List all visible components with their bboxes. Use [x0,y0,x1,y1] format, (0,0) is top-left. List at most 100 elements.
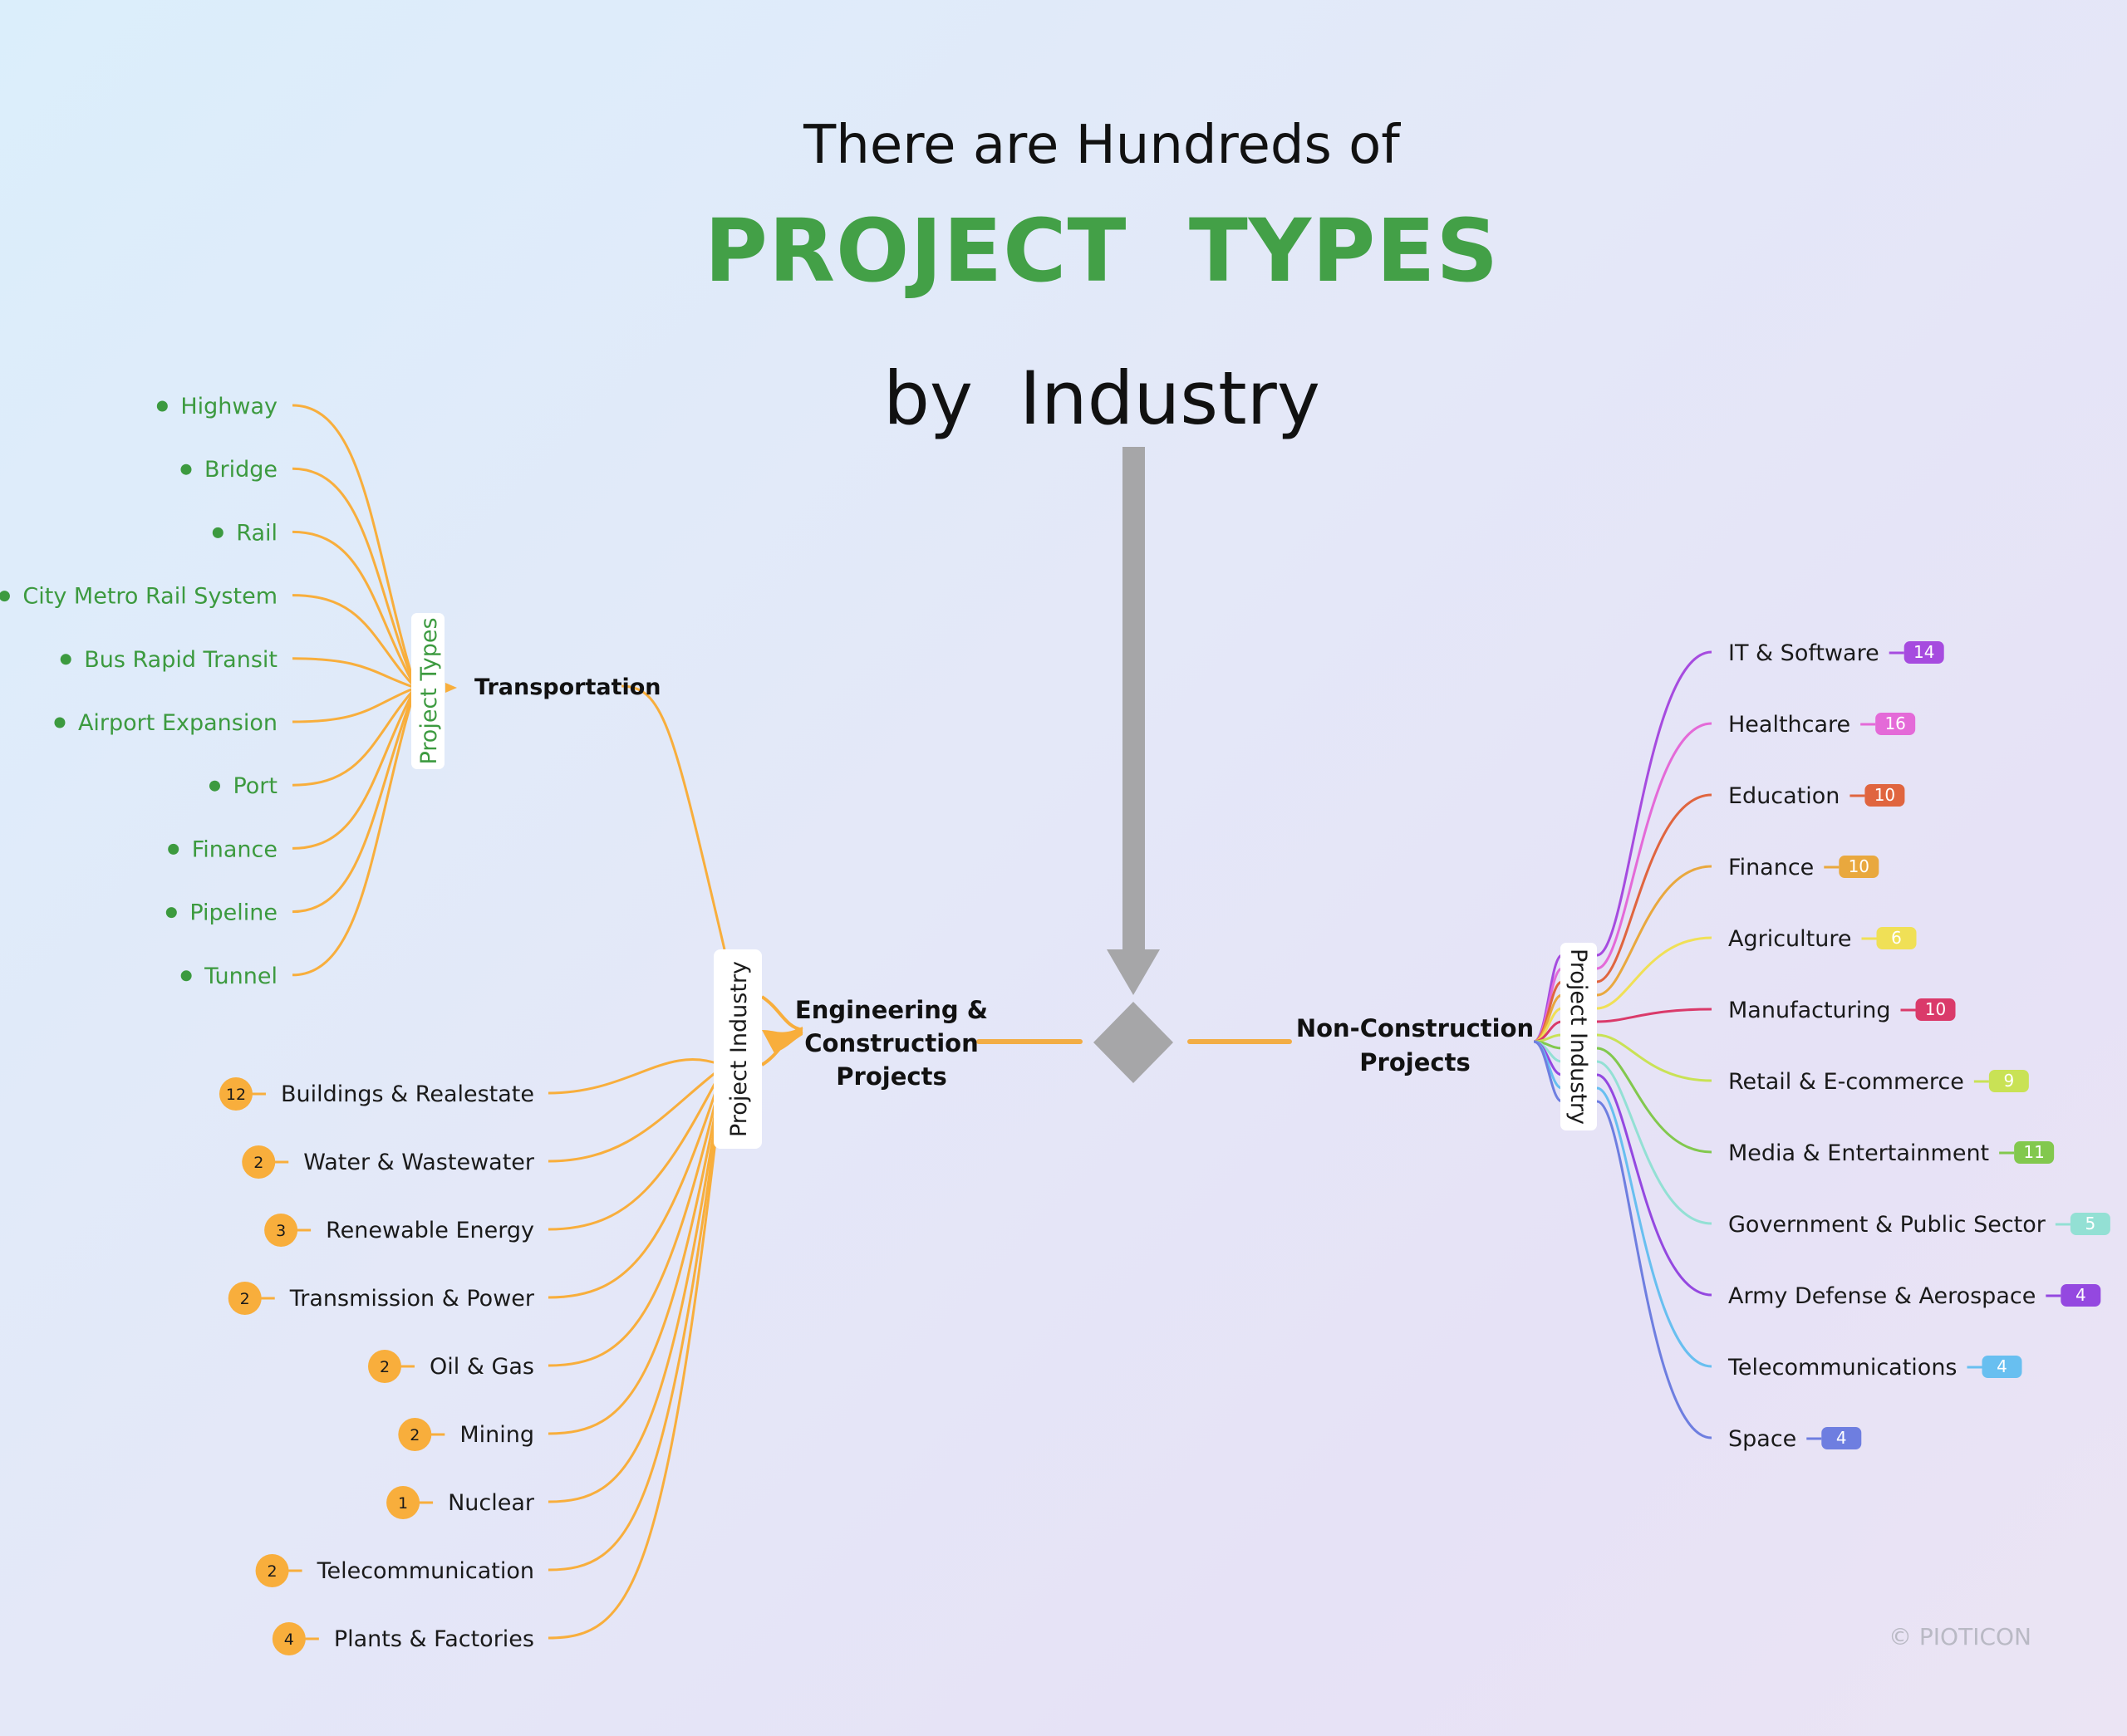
count-badge-label: 4 [284,1631,294,1649]
transport-type-label: Airport Expansion [78,710,278,736]
count-badge [2061,1284,2101,1307]
construction-industry-label: Nuclear [448,1490,535,1516]
bullet-dot-icon [209,780,220,792]
count-badge [1875,713,1916,735]
non-construction-industry-label: Manufacturing [1728,998,1891,1023]
non-construction-industry-label: Healthcare [1728,712,1850,738]
count-badge-label: 9 [2003,1071,2014,1091]
title-line-1: There are Hundreds of [803,115,1401,176]
count-badge-label: 5 [2085,1214,2096,1233]
transport-type-item: Rail [212,520,278,546]
non-construction-industry-label: Government & Public Sector [1728,1212,2046,1238]
non-construction-industry-label: Space [1728,1426,1796,1452]
count-badge-label: 10 [1849,856,1869,876]
title-line-2: PROJECT TYPES [705,200,1500,302]
construction-industry-label: Buildings & Realestate [281,1081,534,1107]
fan-connector [762,1027,803,1053]
project-types-tag-label: Project Types [416,617,442,764]
count-badge [386,1486,420,1519]
bullet-dot-icon [212,527,224,538]
transportation-label: Transportation [474,674,661,700]
count-badge [219,1077,253,1111]
construction-edge [548,1077,723,1367]
count-badge [1864,784,1905,807]
transport-type-item: Bus Rapid Transit [60,647,278,673]
left-industry-tag-label: Project Industry [726,961,752,1137]
construction-industry-label: Renewable Energy [326,1218,534,1243]
industry-edge [1596,1100,1712,1439]
transport-type-item: Highway [156,394,278,419]
transport-type-label: Port [233,773,278,799]
non-construction-industry-label: Army Defense & Aerospace [1728,1283,2036,1309]
construction-edge [548,1081,723,1435]
industry-fan-edge [1533,1040,1563,1103]
count-badge-label: 16 [1884,714,1905,733]
transport-type-label: City Metro Rail System [22,584,278,610]
count-badge [398,1418,432,1451]
project-types-tag: Project Types [411,613,445,769]
engineering-label-line-1: Engineering & [795,996,988,1024]
small-arrow-icon [445,683,457,693]
industry-edge [1596,1073,1712,1297]
count-badge-label: 10 [1925,999,1946,1019]
construction-edge [548,1057,722,1095]
non-construction-industry-item: Manufacturing 10 [1728,998,1956,1023]
non-construction-label: Non-Construction Projects [1296,1014,1534,1076]
industry-edge [1596,865,1712,997]
transport-edge [292,687,417,977]
transport-edge [292,687,417,914]
non-construction-industry-label: Education [1728,783,1840,809]
bullet-dot-icon [54,717,66,728]
transport-type-label: Bridge [204,457,278,483]
transport-type-item: Finance [168,836,278,862]
construction-edge [548,1084,723,1503]
transport-type-item: Tunnel [180,964,278,989]
count-badge [255,1554,289,1587]
transport-edge [292,594,417,689]
transport-type-item: City Metro Rail System [0,584,278,610]
transport-type-item: Pipeline [165,900,278,926]
transport-type-label: Finance [192,836,278,862]
transport-edge [292,657,416,689]
transport-edge [292,530,417,689]
industry-edge [1596,1047,1712,1154]
count-badge-label: 4 [1836,1428,1847,1448]
non-construction-label-line-2: Projects [1359,1048,1470,1076]
count-badge [228,1282,262,1315]
fan-edge [760,995,803,1032]
construction-industry-label: Oil & Gas [430,1354,534,1380]
industry-edge [1596,1086,1712,1368]
count-badge-label: 1 [398,1494,408,1513]
count-badge-label: 2 [268,1562,278,1581]
count-badge [367,1350,401,1383]
non-construction-industry-label: Agriculture [1728,926,1852,952]
bullet-dot-icon [0,591,10,602]
bullet-dot-icon [180,463,192,475]
bullet-dot-icon [165,907,177,919]
count-badge-label: 4 [2075,1285,2086,1305]
count-badge-label: 2 [253,1154,263,1172]
transport-type-item: Airport Expansion [54,710,278,736]
fan-edge [760,1030,803,1067]
count-badge [2070,1213,2110,1235]
non-construction-industry-item: Army Defense & Aerospace 4 [1728,1283,2101,1309]
right-industry-tag: Project Industry [1560,943,1597,1130]
bullet-dot-icon [156,400,168,412]
construction-edge [548,1087,723,1572]
industry-edge [1596,936,1712,1010]
transport-edge [292,687,417,850]
construction-industry-label: Transmission & Power [289,1286,535,1312]
industry-edge [1596,650,1712,957]
count-badge-label: 2 [240,1290,250,1308]
